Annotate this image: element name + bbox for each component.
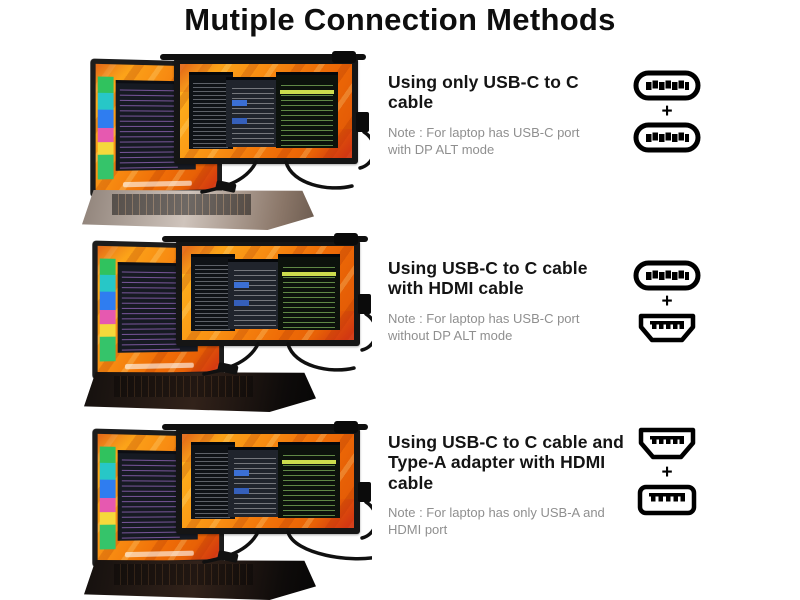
method-heading: Using USB-C to C cable with HDMI cable — [388, 258, 588, 299]
method-note: Note : For laptop has USB-C port with DP… — [388, 124, 580, 157]
monitor-clamp — [334, 421, 358, 433]
method-heading: Using USB-C to C cable and Type-A adapte… — [388, 432, 624, 493]
method-row-usbc-hdmi: Using USB-C to C cable with HDMI cable N… — [0, 233, 800, 424]
usb-c-icon — [633, 260, 701, 291]
method-note: Note : For laptop has only USB-A and HDM… — [388, 504, 605, 538]
plus-icon: + — [661, 101, 673, 122]
monitor-side-plug — [358, 294, 371, 314]
page-title: Mutiple Connection Methods — [184, 2, 616, 37]
laptop-keyboard-base — [82, 190, 314, 230]
hdmi-icon — [638, 313, 696, 343]
monitor-clamp — [334, 233, 358, 245]
portable-monitor — [176, 428, 360, 534]
connector-icons: + — [630, 260, 704, 344]
product-photo-laptop-with-monitor — [84, 233, 372, 412]
usb-a-icon — [637, 484, 697, 516]
laptop-keyboard-base — [84, 372, 316, 412]
monitor-mount-bar — [162, 236, 368, 242]
connection-cables — [202, 500, 372, 564]
monitor-mount-bar — [162, 424, 368, 430]
product-photo-laptop-with-monitor — [84, 421, 372, 600]
usb-c-icon — [633, 122, 701, 153]
connector-icons: + — [630, 70, 704, 153]
monitor-side-plug — [356, 112, 369, 132]
hdmi-icon — [638, 427, 696, 460]
connection-cables — [200, 130, 370, 194]
portable-monitor — [176, 240, 360, 346]
method-row-usbc-to-c: Using only USB-C to C cable Note : For l… — [0, 48, 800, 238]
connector-icons: + — [630, 426, 704, 517]
plus-icon: + — [661, 291, 673, 312]
method-heading: Using only USB-C to C cable — [388, 72, 579, 113]
monitor-clamp — [332, 51, 356, 63]
product-photo-laptop-with-monitor — [82, 51, 370, 230]
portable-monitor — [174, 58, 358, 164]
method-row-typea-hdmi: Using USB-C to C cable and Type-A adapte… — [0, 421, 800, 600]
usb-c-icon — [633, 70, 701, 101]
monitor-side-plug — [358, 482, 371, 502]
monitor-mount-bar — [160, 54, 366, 60]
plus-icon: + — [661, 462, 673, 483]
connection-cables — [202, 312, 372, 376]
laptop-keyboard-base — [84, 560, 316, 600]
method-note: Note : For laptop has USB-C port without… — [388, 310, 580, 343]
